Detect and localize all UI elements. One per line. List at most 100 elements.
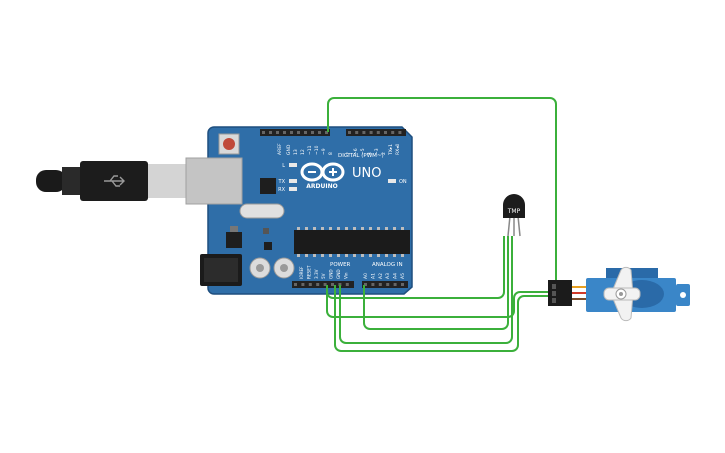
header-pin[interactable] [283, 131, 286, 134]
digital-header-label: DIGITAL (PWM~) [338, 153, 384, 159]
tmp-sensor-icon[interactable]: TMP [503, 194, 525, 237]
header-pin[interactable] [318, 131, 321, 134]
analog-pin-label: A3 [385, 273, 391, 279]
chip-pin [369, 227, 372, 230]
header-pin[interactable] [362, 131, 366, 134]
chip-pin [329, 227, 332, 230]
header-pin[interactable] [364, 283, 367, 286]
header-pin[interactable] [384, 131, 387, 134]
digital-pin-label: 7 [346, 152, 352, 155]
analog-header-label: ANALOG IN [372, 262, 403, 268]
power-pin-label: 5V [321, 273, 326, 279]
led-tx-label: TX [278, 179, 286, 185]
analog-pin-label: A1 [370, 273, 376, 279]
header-pin[interactable] [391, 131, 395, 134]
brand-text: ARDUINO [306, 183, 337, 190]
digital-pin-label: ~3 [374, 148, 380, 155]
digital-pin-label: ~11 [307, 145, 313, 155]
power-pin-label: IOREF [299, 266, 304, 279]
tmp-sensor-label: TMP [507, 208, 521, 215]
chip-pin [297, 254, 300, 257]
chip-pin [329, 254, 332, 257]
reset-button-icon[interactable] [218, 133, 240, 155]
chip-pin [401, 227, 404, 230]
wire-gnd-to-servo[interactable] [334, 285, 560, 352]
header-pin[interactable] [304, 131, 307, 134]
regulator [226, 232, 242, 248]
chip-pin [377, 254, 380, 257]
header-pin[interactable] [290, 131, 293, 134]
header-pin[interactable] [345, 283, 349, 286]
servo-motor-icon[interactable] [586, 266, 690, 322]
header-pin[interactable] [371, 283, 375, 286]
chip-pin [369, 254, 372, 257]
header-pin[interactable] [308, 283, 312, 286]
servo-connector[interactable] [548, 280, 590, 306]
arduino-infinity-logo [300, 162, 345, 182]
header-pin[interactable] [369, 131, 373, 134]
digital-header-left [260, 129, 330, 136]
chip-pin [321, 254, 324, 257]
header-pin[interactable] [393, 283, 397, 286]
digital-pin-label: 12 [300, 149, 306, 155]
analog-pin-label: A2 [378, 273, 384, 279]
header-pin[interactable] [398, 131, 402, 134]
header-pin[interactable] [301, 283, 305, 286]
digital-pin-label: ~10 [314, 145, 320, 155]
header-pin[interactable] [276, 131, 279, 134]
power-pin-label: GND [329, 269, 334, 279]
chip-pin [345, 254, 348, 257]
chip-pin [313, 254, 316, 257]
wire-gnd-to-tmp[interactable] [339, 236, 513, 344]
wire-pin9-to-servo-signal[interactable] [327, 97, 560, 289]
chip-pin [337, 227, 340, 230]
digital-pin-label: ~5 [360, 148, 366, 155]
gnd-label: GND [286, 144, 292, 155]
chip-pin [393, 254, 396, 257]
led-tx [289, 179, 297, 183]
header-pin[interactable] [338, 283, 342, 286]
header-pin[interactable] [348, 131, 351, 134]
wires [326, 97, 560, 352]
chip-pin [385, 227, 388, 230]
header-pin[interactable] [331, 283, 334, 286]
digital-pin-label: 4 [367, 152, 373, 155]
power-pin-label: RESET [306, 265, 311, 279]
header-pin[interactable] [323, 283, 327, 286]
atmega-chip [294, 227, 410, 257]
led-rx-label: RX [278, 187, 285, 193]
chip-pin [401, 254, 404, 257]
chip-pin [361, 254, 364, 257]
led-l-label: L [282, 163, 285, 169]
crystal-oscillator [239, 203, 285, 219]
analog-pin-label: A5 [400, 273, 406, 279]
header-pin[interactable] [376, 131, 380, 134]
chip-pin [313, 227, 316, 230]
chip-pin [305, 254, 308, 257]
header-pin[interactable] [297, 131, 300, 134]
led-l [289, 163, 297, 167]
wire-a0-to-tmp[interactable] [363, 236, 509, 330]
aref-label: AREF [277, 143, 283, 155]
chip-pin [393, 227, 396, 230]
digital-pin-label: 13 [293, 149, 299, 155]
header-pin[interactable] [262, 131, 265, 134]
header-pin[interactable] [316, 283, 320, 286]
chip-pin [337, 254, 340, 257]
header-pin[interactable] [401, 283, 404, 286]
header-pin[interactable] [355, 131, 359, 134]
led-on [388, 179, 396, 183]
analog-pin-label: A4 [393, 273, 399, 279]
header-pin[interactable] [378, 283, 382, 286]
header-pin[interactable] [294, 283, 297, 286]
header-pin[interactable] [386, 283, 390, 286]
header-pin[interactable] [325, 131, 328, 134]
analog-header [362, 281, 408, 288]
digital-pin-label: ~6 [353, 148, 359, 155]
header-pin[interactable] [311, 131, 314, 134]
power-pin-label: Vin [343, 272, 348, 279]
chip-pin [377, 227, 380, 230]
header-pin[interactable] [269, 131, 272, 134]
usb-port [185, 157, 243, 205]
